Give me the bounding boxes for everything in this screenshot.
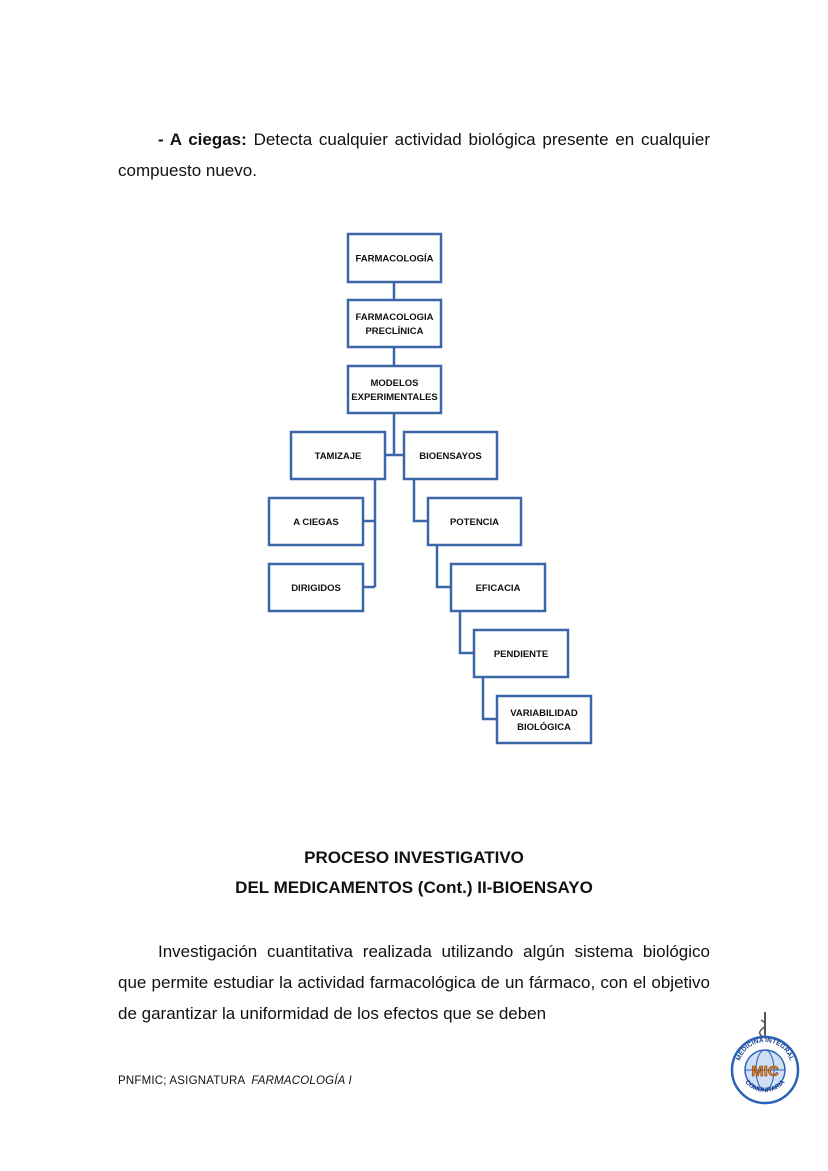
diagram-node-dirigidos: DIRIGIDOS [267,562,365,613]
diagram-node-variabilidad: VARIABILIDAD BIOLÓGICA [495,694,593,745]
connector-potencia-eficacia [435,545,451,589]
diagram-label-potencia: POTENCIA [450,517,499,528]
diagram-node-eficacia: EFICACIA [449,562,547,613]
diagram-label-dirigidos: DIRIGIDOS [291,583,341,594]
diagram-node-pendiente: PENDIENTE [472,628,570,679]
diagram-label-modelos: EXPERIMENTALES [351,392,437,403]
diagram-box-potencia [426,496,523,547]
connector-bioensayos-potencia [412,479,428,523]
section-title-line-2: DEL MEDICAMENTOS (Cont.) II-BIOENSAYO [235,878,593,897]
diagram-box-pendiente [472,628,570,679]
connector-eficacia-pendiente [458,611,474,655]
connector-modelos-branches [385,413,404,457]
diagram-box-variabilidad [495,694,593,745]
diagram-label-modelos: MODELOS [370,378,418,389]
diagram-box-a-ciegas [267,496,365,547]
diagram-label-bioensayos: BIOENSAYOS [419,451,481,462]
diagram-label-a-ciegas: A CIEGAS [293,517,339,528]
mic-logo: MEDICINA INTEGRAL COMUNITARIA MIC [730,1012,800,1105]
diagram-label-pendiente: PENDIENTE [494,649,548,660]
intro-lead: - A ciegas: [158,130,247,149]
diagram-label-preclinica: PRECLÍNICA [365,326,423,337]
diagram-label-farmacologia: FARMACOLOGÍA [355,254,433,265]
diagram-label-preclinica: FARMACOLOGIA [355,312,433,323]
logo-initials: MIC [751,1063,779,1080]
serpent-icon [758,1019,766,1039]
diagram-box-modelos [346,364,443,415]
body-paragraph: Investigación cuantitativa realizada uti… [118,936,710,1029]
diagram-connectors [363,282,497,721]
connector-pendiente-variabilidad [481,677,497,721]
diagram-node-bioensayos: BIOENSAYOS [402,430,499,481]
diagram-node-a-ciegas: A CIEGAS [267,496,365,547]
diagram-box-farmacologia [346,232,443,284]
section-title-line-1: PROCESO INVESTIGATIVO [304,848,524,867]
diagram-label-variabilidad: VARIABILIDAD [510,708,578,719]
diagram-node-potencia: POTENCIA [426,496,523,547]
intro-paragraph: - A ciegas: Detecta cualquier actividad … [118,124,710,186]
body-text: Investigación cuantitativa realizada uti… [118,942,710,1023]
diagram-label-tamizaje: TAMIZAJE [315,451,362,462]
diagram-box-preclinica [346,298,443,349]
diagram-node-modelos: MODELOS EXPERIMENTALES [346,364,443,415]
intro-text: Detecta cualquier actividad biológica pr… [118,130,710,180]
connector-tamizaje-children [363,479,377,589]
diagram-node-tamizaje: TAMIZAJE [289,430,387,481]
footer-prefix: PNFMIC; ASIGNATURA [118,1075,246,1087]
diagram-node-farmacologia: FARMACOLOGÍA [346,232,443,284]
page-footer: PNFMIC; ASIGNATURA FARMACOLOGÍA I [118,1075,352,1087]
pharmacology-hierarchy-diagram: FARMACOLOGÍA FARMACOLOGIA PRECLÍNICA MODELO… [267,232,593,745]
diagram-box-eficacia [449,562,547,613]
diagram-label-eficacia: EFICACIA [476,583,521,594]
footer-subject: FARMACOLOGÍA I [251,1075,352,1087]
diagram-box-tamizaje [289,430,387,481]
diagram-box-bioensayos [402,430,499,481]
diagram-label-variabilidad: BIOLÓGICA [517,721,571,733]
diagram-node-preclinica: FARMACOLOGIA PRECLÍNICA [346,298,443,349]
diagram-box-dirigidos [267,562,365,613]
